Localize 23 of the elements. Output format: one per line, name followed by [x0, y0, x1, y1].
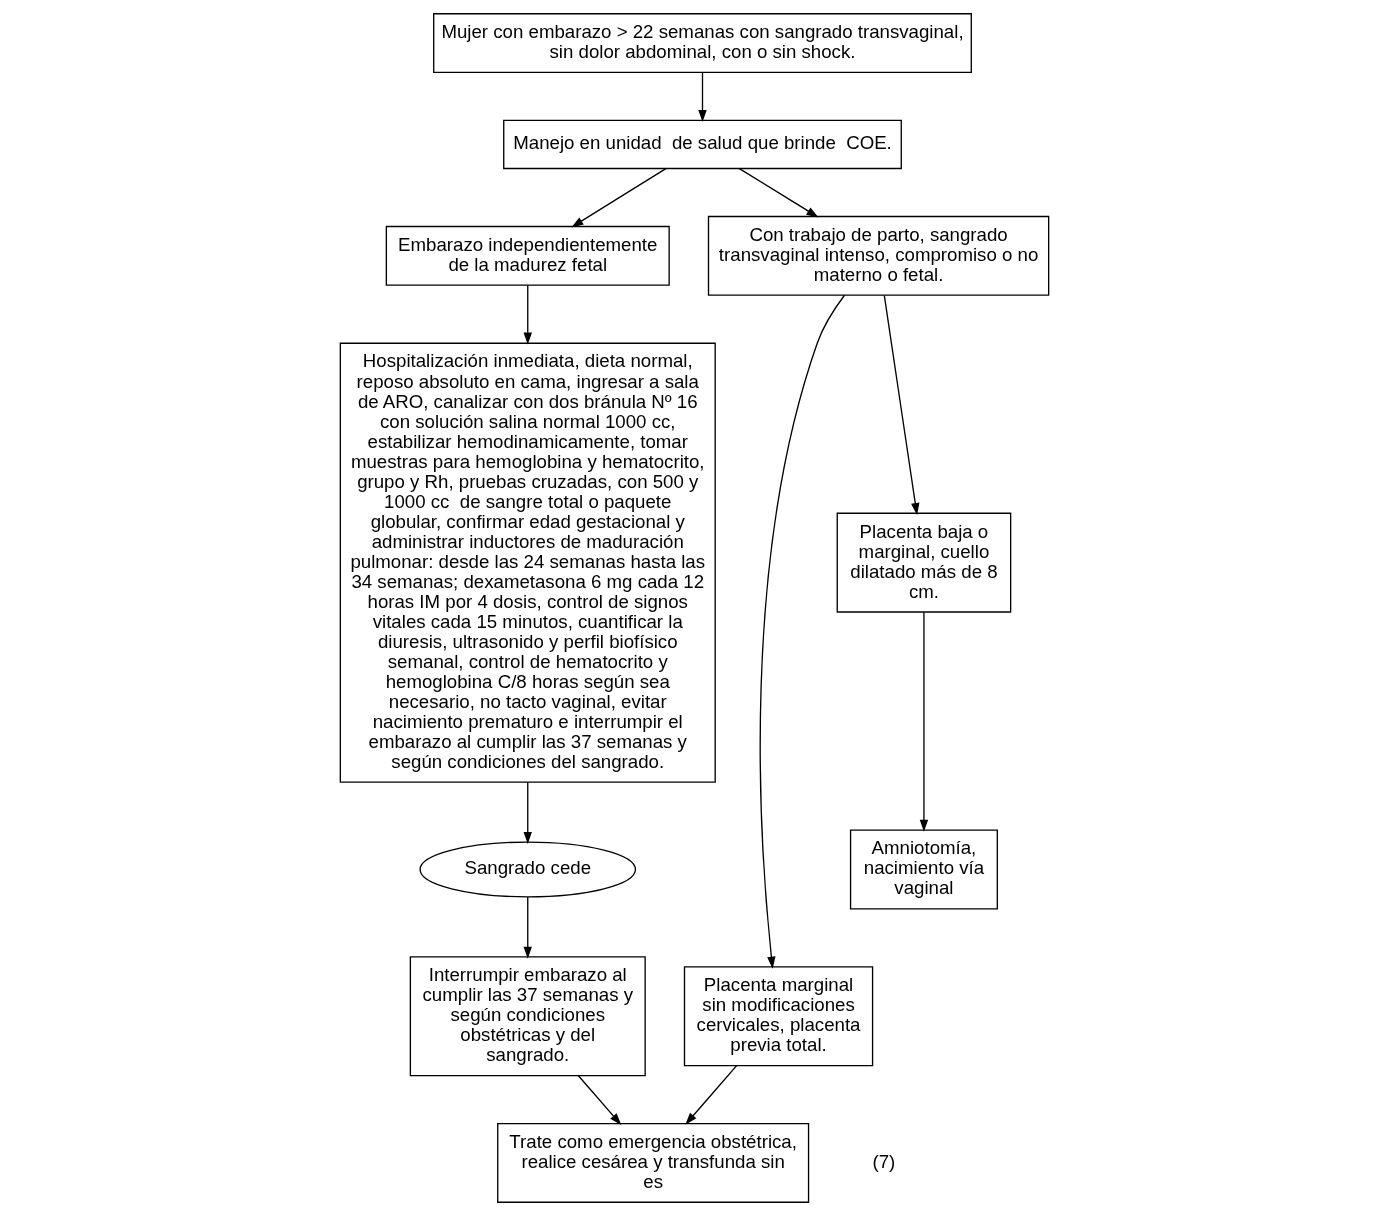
arrow [523, 284, 532, 345]
node-box: Trate como emergencia obstétrica, realice cesárea y transfunda sin es [497, 1122, 810, 1203]
arrow [571, 167, 667, 228]
node-label: (7) [872, 1150, 896, 1172]
arrow [523, 896, 532, 959]
node-box: Embarazo independientemente de la madurez fetal [385, 225, 670, 286]
node-box: Placenta baja o marginal, cuello dilatado más de 8 cm. [836, 512, 1012, 613]
node-box: Placenta marginal sin modificaciones cervicales, placenta previa total. [683, 966, 874, 1067]
arrow [738, 167, 819, 218]
arrow [919, 611, 929, 832]
node-box: Amniotomía, nacimiento vía vaginal [849, 829, 998, 910]
node-box: Interrumpir embarazo al cumplir las 37 semanas y según condiciones obstétricas y del sangrado. [409, 956, 646, 1077]
arrow [759, 294, 846, 969]
arrow [523, 781, 532, 844]
node-box: Manejo en unidad de salud que brinde COE. [503, 119, 902, 170]
arrow [883, 295, 920, 516]
arrow [698, 71, 707, 123]
node-box: Mujer con embarazo > 22 semanas con sangrado transvaginal, sin dolor abdominal, con o sin shock. [433, 13, 972, 74]
arrow [685, 1065, 738, 1125]
node-box: Hospitalización inmediata, dieta normal, reposo absoluto en cama, ingresar a sala de ARO, canalizar con dos bránula Nº 16 con solución salina normal 1000 cc, estabilizar hemodinamicamente, tomar muestras para hemoglobina y hematocrito, grupo y Rh, pruebas cruzadas, con 500 y 1000 cc de sangre total o paquete globular, confirmar edad gestacional y administrar inductores de maduración pulmonar: desde las 24 semanas hasta las 34 semanas; dexametasona 6 mg cada 12 horas IM por 4 dosis, control de signos vitales cada 15 minutos, cuantificar la diuresis, ultrasonido y perfil biofísico semanal, control de hematocrito y hemoglobina C/8 horas según sea necesario, no tacto vaginal, evitar nacimiento prematuro e interrumpir el embarazo al cumplir las 37 semanas y según condiciones del sangrado. [339, 342, 716, 783]
node-ellipse: Sangrado cede [419, 841, 637, 898]
node-box: Con trabajo de parto, sangrado transvaginal intenso, compromiso o no materno o fetal. [707, 215, 1050, 296]
arrow [577, 1075, 622, 1125]
